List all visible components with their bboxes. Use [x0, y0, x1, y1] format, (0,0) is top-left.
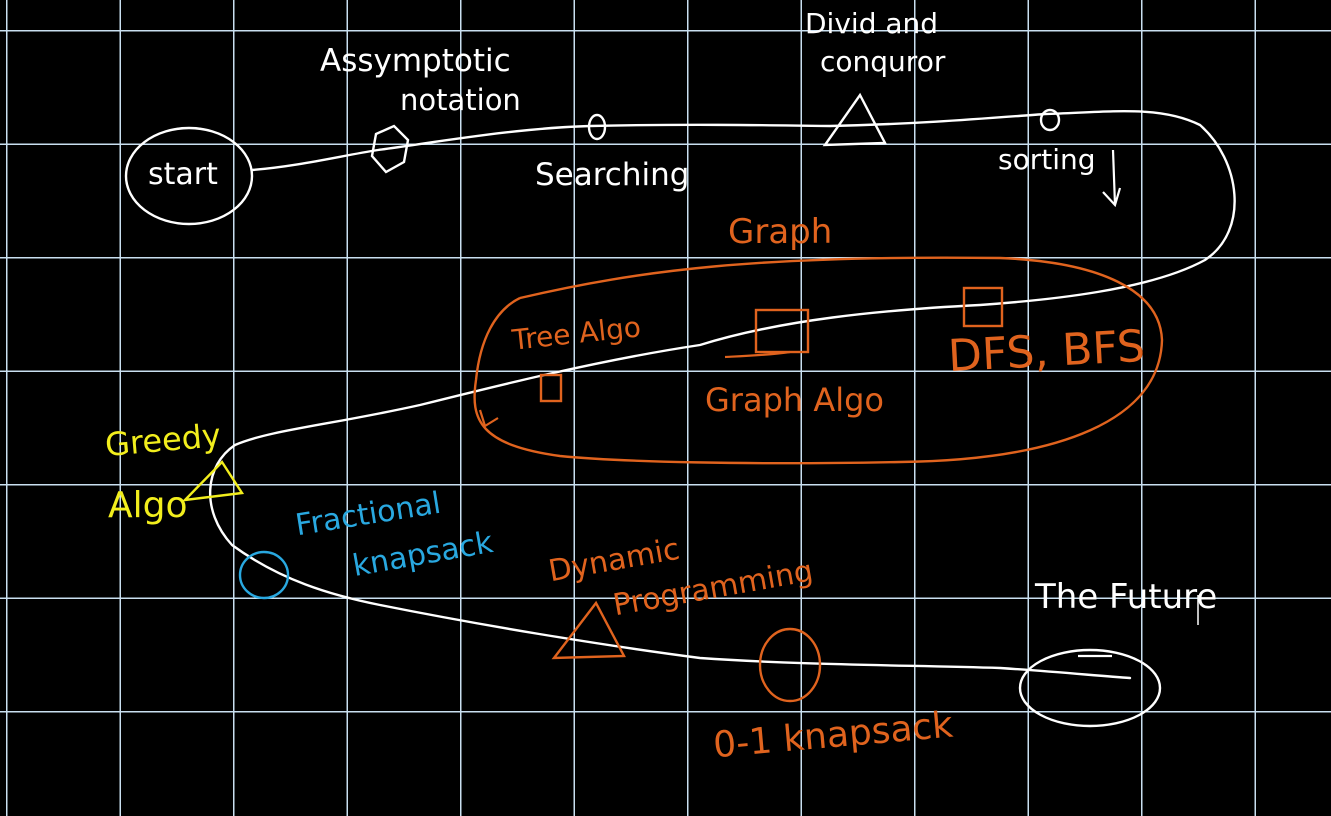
zero-one-circle — [758, 627, 822, 703]
searching-label: Searching — [535, 157, 690, 193]
sorting-arrow-icon — [1102, 149, 1122, 208]
sorting-label: sorting — [998, 143, 1096, 176]
dfs-bfs-node — [962, 286, 1004, 328]
greedy-triangle — [181, 460, 245, 502]
graph-boundary-arrow-icon — [478, 409, 499, 428]
graph-algo-node — [754, 308, 810, 354]
greedy-algo-label: Algo — [108, 485, 188, 526]
future-label: The Future — [1035, 577, 1218, 617]
conquer-label: conquror — [820, 45, 946, 78]
graph-title: Graph — [728, 212, 833, 252]
greedy-label: Greedy — [103, 416, 223, 464]
searching-node — [587, 113, 607, 141]
sorting-node — [1039, 108, 1061, 132]
fractional-circle — [238, 550, 290, 600]
notation-label: notation — [400, 83, 521, 117]
graph-algo-underline — [724, 350, 791, 359]
asymptotic-label: Assymptotic — [320, 43, 511, 79]
graph-algo-label: Graph Algo — [705, 381, 884, 419]
dp-triangle — [551, 600, 626, 660]
asymptotic-hexagon — [370, 124, 410, 174]
divide-triangle — [822, 92, 887, 147]
start-circle — [124, 126, 254, 226]
start-label: start — [148, 157, 218, 192]
graph-boundary — [473, 256, 1164, 465]
roadmap-path — [209, 109, 1236, 680]
divide-label: Divid and — [805, 7, 939, 40]
tree-algo-node — [539, 373, 563, 403]
dfs-bfs-label: DFS, BFS — [946, 320, 1147, 383]
future-circle — [1018, 648, 1162, 728]
